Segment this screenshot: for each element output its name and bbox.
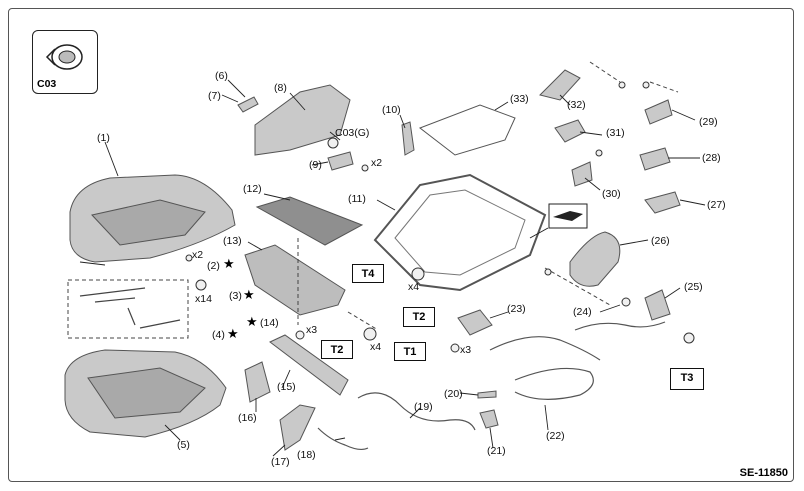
torque-T4: T4 [352, 264, 384, 283]
part-21 [479, 409, 499, 429]
qty-2: x2 [192, 249, 204, 261]
clip-ref-label: C03(G) [335, 127, 370, 139]
callout-26: (26) [651, 235, 670, 247]
harness-19 [357, 392, 476, 431]
callout-5: (5) [177, 439, 190, 451]
qty-T2: x4 [370, 341, 382, 353]
part-23 [457, 309, 493, 336]
qty-T1: x3 [460, 344, 472, 356]
part-25 [644, 289, 671, 321]
callout-20: (20) [444, 388, 463, 400]
side-cover-part [254, 84, 351, 156]
seat-pad-part [255, 196, 364, 246]
part-32 [539, 69, 581, 101]
bracket-part [244, 244, 346, 316]
callout-24: (24) [573, 306, 592, 318]
clip-icon [45, 44, 83, 70]
callout-3: (3) [229, 290, 242, 302]
part-20 [477, 390, 497, 399]
qty-14: x3 [306, 324, 318, 336]
callout-27: (27) [707, 199, 726, 211]
part-30 [571, 161, 593, 187]
torque-T3: T3 [670, 368, 704, 390]
wire-group-box [67, 279, 189, 339]
callout-9: (9) [309, 159, 322, 171]
callout-1: (1) [97, 132, 110, 144]
cover-17-part [279, 404, 316, 451]
part-10 [401, 121, 415, 156]
star-4: ★ [227, 326, 239, 341]
torque-T1: T1 [394, 342, 426, 361]
callout-15: (15) [277, 381, 296, 393]
part-28 [639, 147, 671, 171]
callout-23: (23) [507, 303, 526, 315]
inset-code: C03 [37, 78, 57, 90]
qty-9: x2 [371, 157, 383, 169]
harness-22b [489, 336, 601, 361]
callout-13: (13) [223, 235, 242, 247]
seat-cushion-inner [91, 199, 206, 246]
callout-25: (25) [684, 281, 703, 293]
cushion-pad-inner [87, 367, 206, 419]
qty-T4: x4 [408, 281, 420, 293]
part-6-7 [237, 96, 259, 113]
part-29 [644, 99, 673, 125]
star-2: ★ [223, 256, 235, 271]
diagram-frame [8, 8, 794, 482]
callout-11: (11) [348, 193, 366, 205]
callout-10: (10) [382, 104, 401, 116]
part-27 [644, 191, 681, 214]
upper-bracket-part [418, 104, 516, 156]
callout-8: (8) [274, 82, 287, 94]
callout-31: (31) [606, 127, 625, 139]
callout-32: (32) [567, 99, 586, 111]
callout-6: (6) [215, 70, 228, 82]
cover-16-part [244, 361, 271, 403]
callout-28: (28) [702, 152, 721, 164]
part-31 [554, 119, 586, 143]
callout-12: (12) [243, 183, 262, 195]
qty-3: x14 [195, 293, 212, 305]
callout-29: (29) [699, 116, 718, 128]
star-3: ★ [243, 287, 255, 302]
callout-4: (4) [212, 329, 225, 341]
callout-14: (14) [260, 317, 279, 329]
callout-19: (19) [414, 401, 433, 413]
inset-clip-legend: C03 [32, 30, 98, 94]
callout-16: (16) [238, 412, 257, 424]
callout-30: (30) [602, 188, 621, 200]
seat-frame-part [373, 173, 547, 292]
harness-18 [317, 427, 369, 451]
lower-cover-part [269, 334, 349, 396]
callout-17: (17) [271, 456, 290, 468]
callout-7: (7) [208, 90, 221, 102]
callout-21: (21) [487, 445, 506, 457]
harness-22 [514, 367, 594, 400]
part-9 [327, 151, 354, 171]
torque-T2-lower: T2 [321, 340, 353, 359]
figure-reference: SE-11850 [739, 467, 788, 479]
callout-33: (33) [510, 93, 529, 105]
torque-T2-upper: T2 [403, 307, 435, 327]
callout-18: (18) [297, 449, 316, 461]
harness-24 [574, 321, 666, 331]
callout-2: (2) [207, 260, 220, 272]
star-14: ★ [246, 314, 258, 329]
shield-part [569, 231, 621, 287]
callout-22: (22) [546, 430, 565, 442]
